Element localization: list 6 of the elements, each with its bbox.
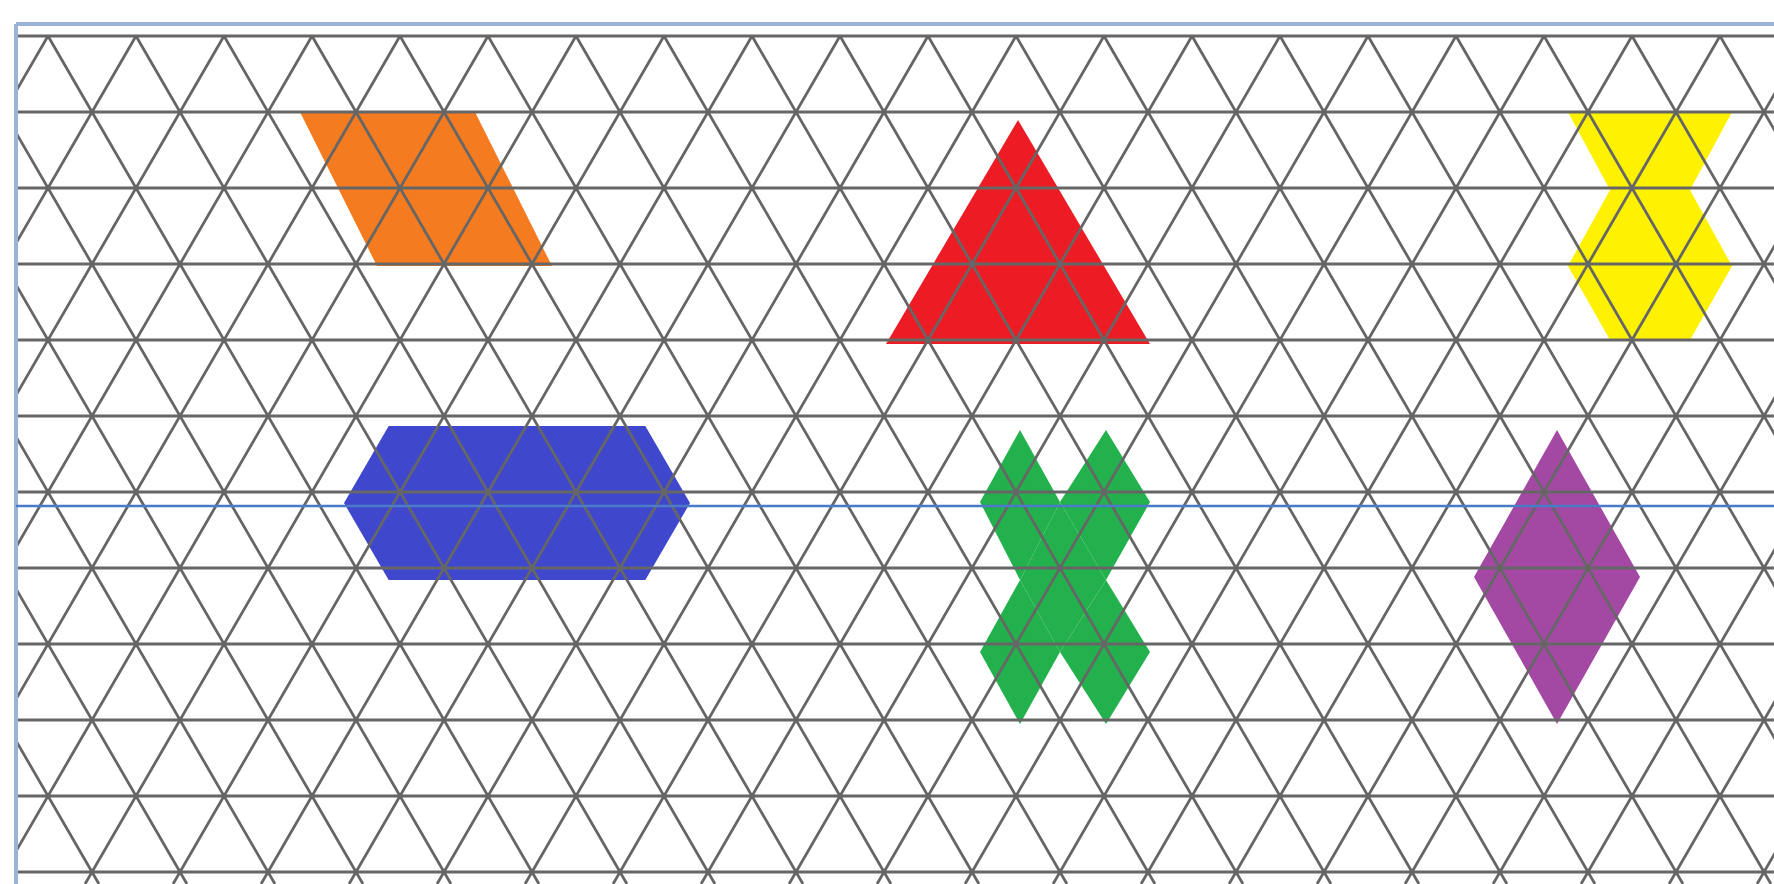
parallelogram-shape xyxy=(300,112,552,266)
polygon-shape xyxy=(1568,112,1732,340)
triangle-shape xyxy=(886,120,1150,344)
diamond-shape xyxy=(1474,430,1640,724)
hexagon-shape xyxy=(344,426,690,580)
polygon-shape xyxy=(980,430,1150,724)
